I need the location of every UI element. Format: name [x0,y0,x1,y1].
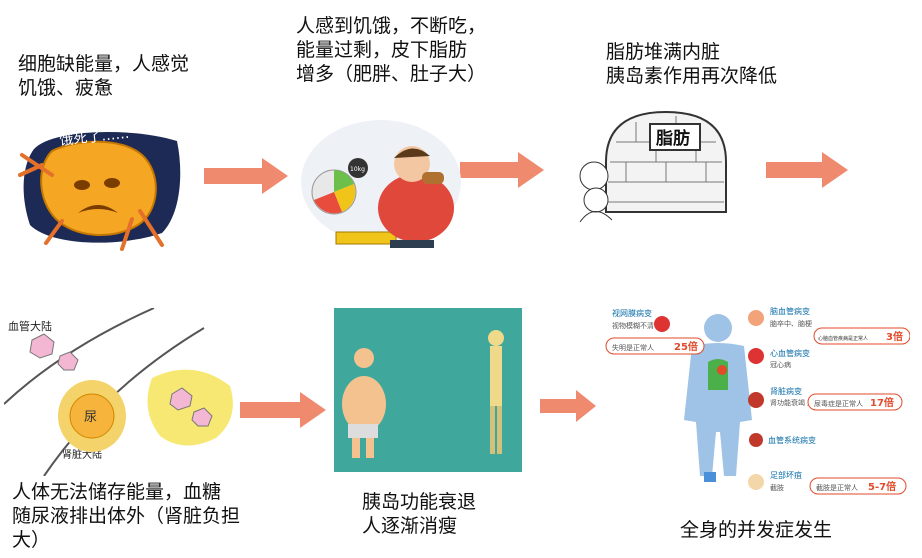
kidney-sub: 肾功能衰竭 尿毒症 [770,398,828,407]
step-2-caption: 人感到饥饿，不断吃， 能量过剩，皮下脂肪 增多（肥胖、肚子大） [296,15,487,85]
complications-infographic: 视网膜病变 视物模糊不清 失明是正常人 25倍 脑血管病变 脑卒中、脑梗 心脑血… [605,306,910,495]
foot-badge: 截肢是正常人 [816,483,858,492]
fat-sign-text: 脂肪 [656,128,690,149]
cerebro-sub: 脑卒中、脑梗 [770,319,812,328]
arrow-1-icon [204,158,288,194]
arrow-4-icon [240,392,326,428]
cerebro-mult: 3倍 [886,330,903,343]
step-3-caption: 脂肪堆满内脏 胰岛素作用再次降低 [606,41,778,87]
step-4-caption: 人体无法储存能量，血糖 随尿液排出体外（肾脏负担 大） [12,481,241,551]
kidney-sugar-illustration: 血管大陆 肾脏大陆 尿 [4,308,233,476]
step-5-caption: 胰岛功能衰退 人逐渐消瘦 [362,491,477,537]
cerebro-title: 脑血管病变 [770,306,810,316]
cardio-sub: 冠心病 [770,360,791,369]
retina-title: 视网膜病变 [612,308,652,318]
overeating-illustration: 10kg [301,120,461,248]
foot-sub: 截肢 [770,483,784,492]
step-1-caption: 细胞缺能量，人感觉 饥饿、疲惫 [18,53,190,99]
hungry-cell-text: 饿死了…… [59,126,130,149]
step-6-caption: 全身的并发症发生 [680,519,833,541]
urine-label: 尿 [84,410,97,425]
scale-weight-text: 10kg [350,166,365,173]
vascular-title: 血管系统病变 [768,435,816,445]
arrow-3-icon [766,152,848,188]
vessel-land-label: 血管大陆 [8,319,52,333]
retina-sub: 视物模糊不清 [612,321,654,330]
kidney-mult: 17倍 [870,396,894,409]
foot-mult: 5-7倍 [868,480,896,493]
retina-badge: 失明是正常人 [612,343,654,352]
kidney-badge: 尿毒症是正常人 [814,399,863,408]
retina-mult: 25倍 [674,340,698,353]
hungry-cell-illustration: 饿死了…… [18,126,181,251]
cardio-title: 心血管病变 [770,348,810,358]
fat-organs-illustration: 脂肪 [579,110,727,222]
arrow-2-icon [460,152,544,188]
foot-title: 足部坏疽 [770,470,802,480]
wasting-illustration [334,308,522,472]
kidney-title: 肾脏病变 [770,386,802,396]
arrow-5-icon [540,390,596,422]
cerebro-badge: 心脑血管疾病是正常人 [818,335,868,342]
